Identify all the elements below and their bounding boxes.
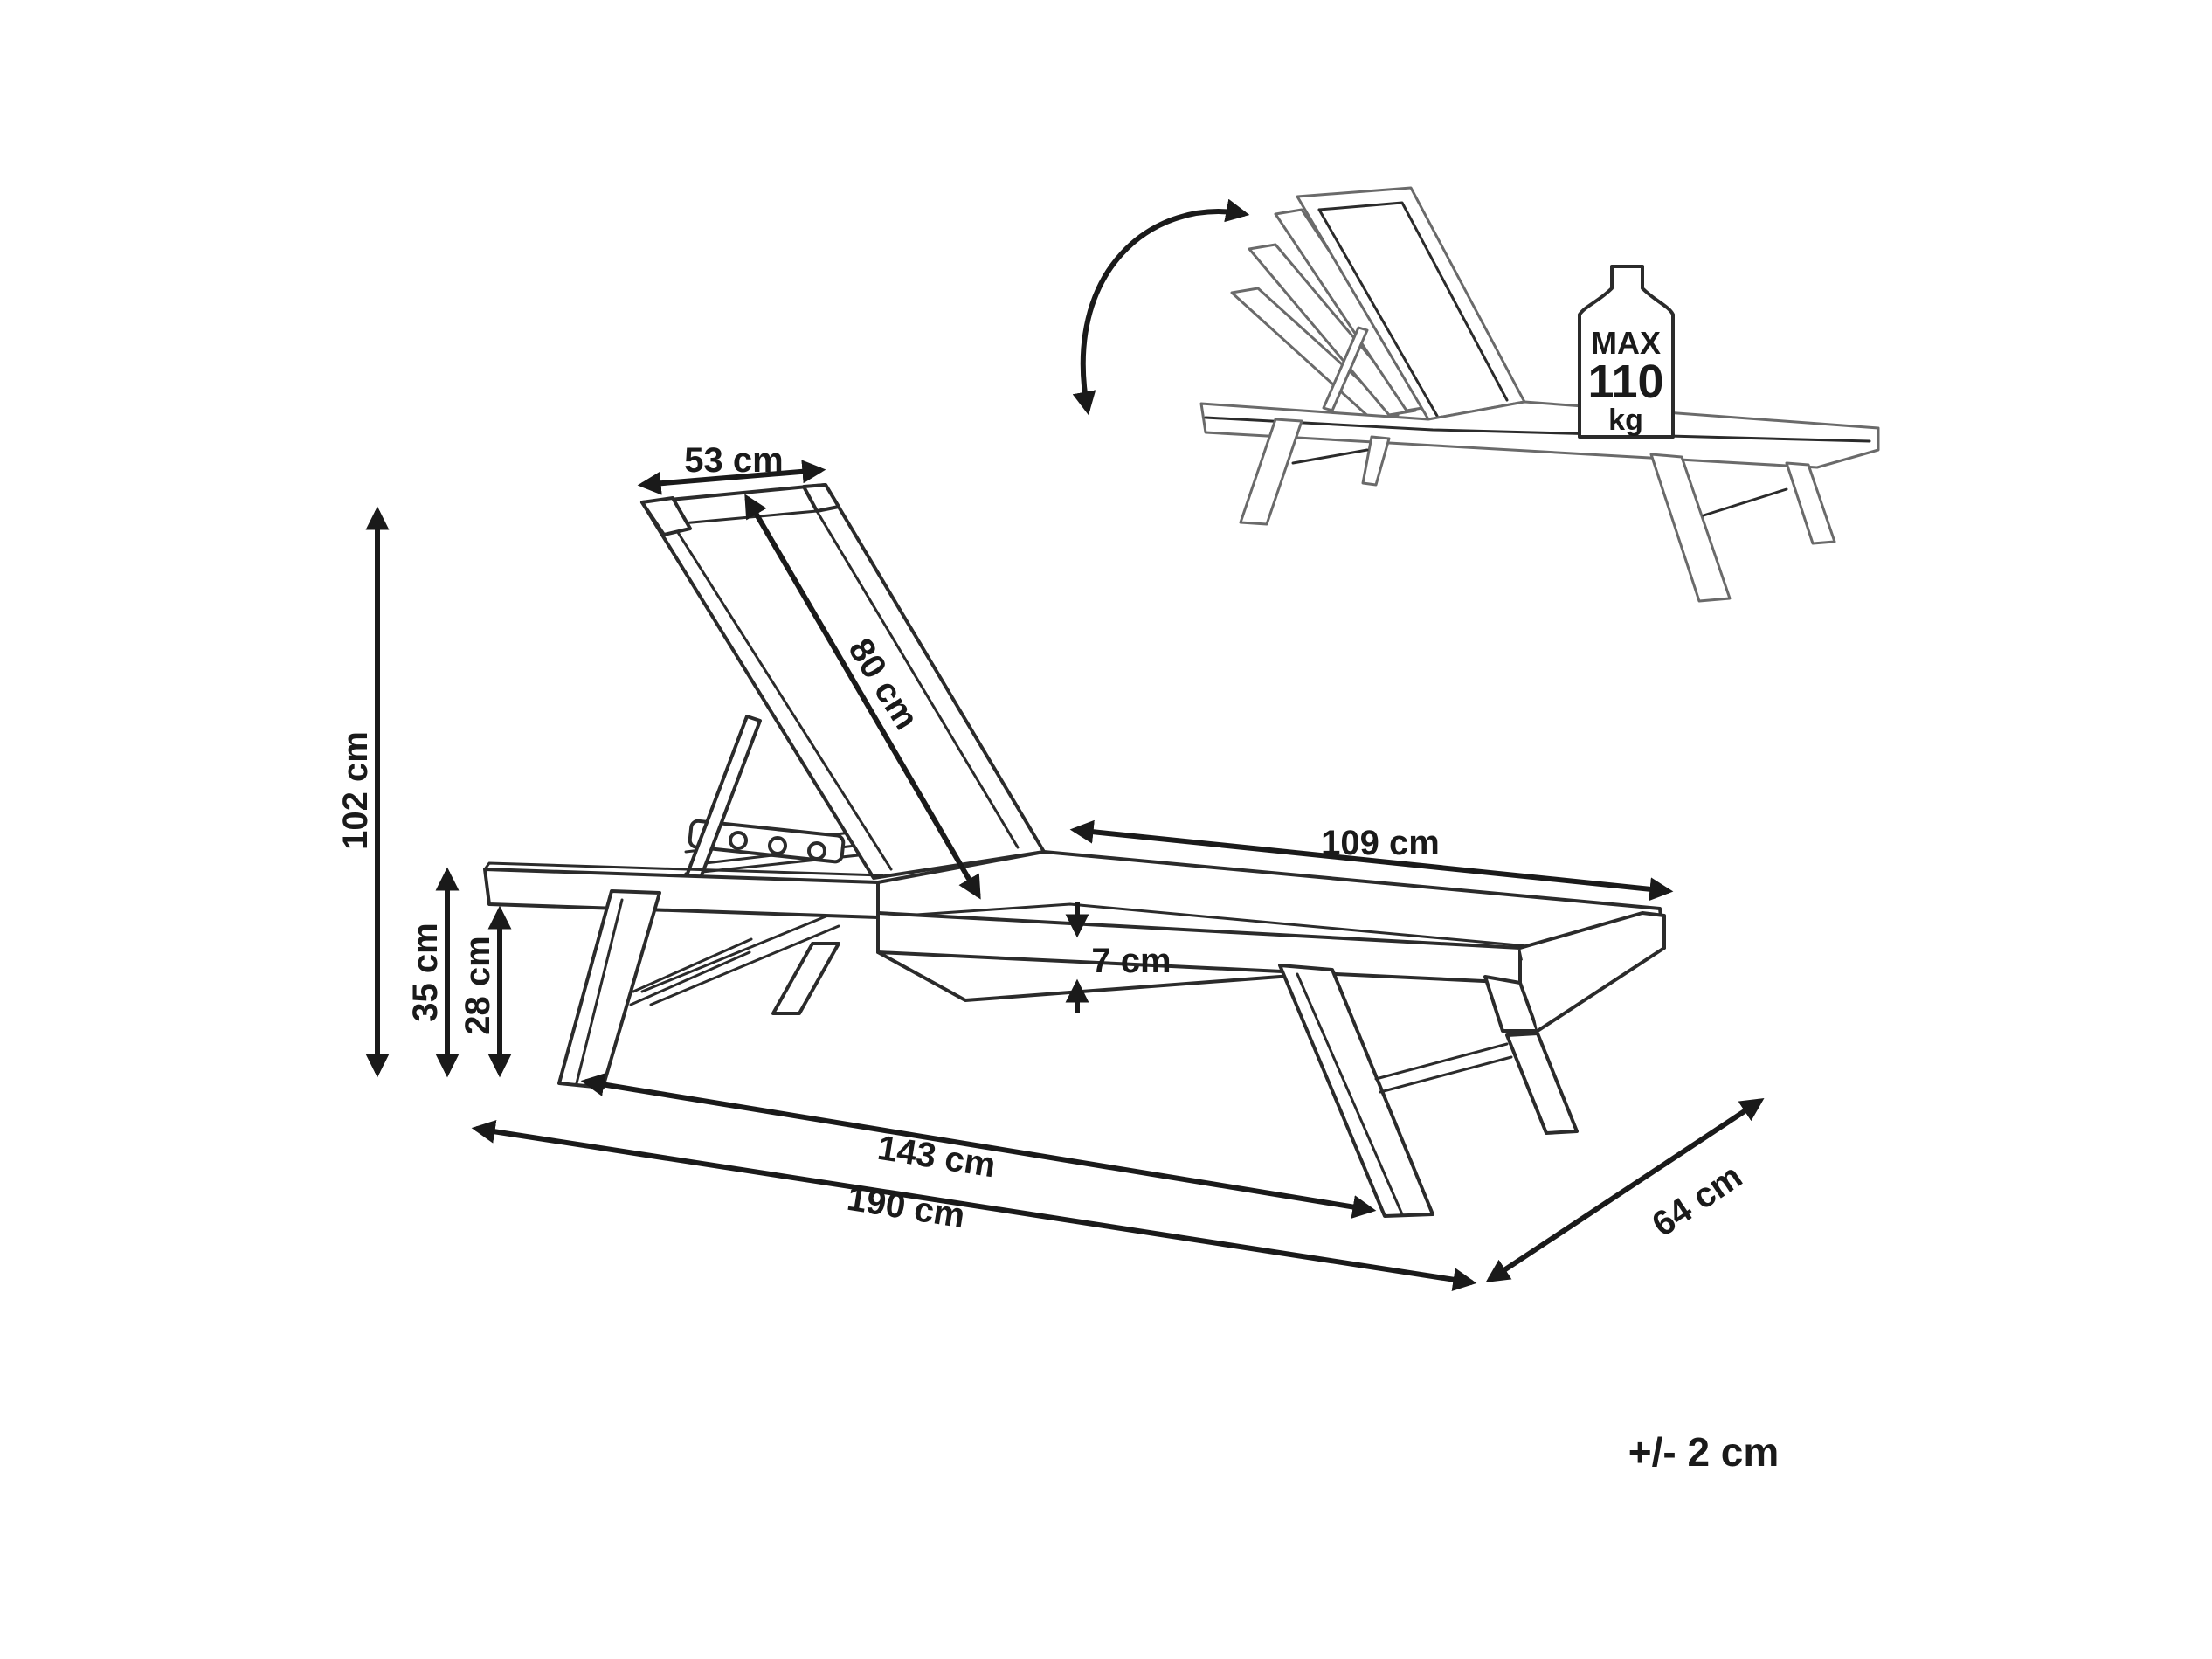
dimension-total-width: 64 cm [1485, 1098, 1765, 1282]
total-width-label: 64 cm [1645, 1157, 1749, 1244]
rotation-arrow-icon [1072, 198, 1250, 416]
seat-height-label: 35 cm [406, 923, 445, 1021]
dimension-frame-height: 28 cm [459, 905, 512, 1078]
dimension-leg-span: 143 cm [580, 1073, 1377, 1219]
dimension-total-height: 102 cm [336, 506, 390, 1078]
backrest-width-label: 53 cm [684, 441, 783, 480]
weight-value-label: 110 [1587, 356, 1663, 408]
total-length-label: 190 cm [845, 1179, 968, 1236]
total-height-label: 102 cm [336, 731, 375, 850]
dimension-seat-length: 109 cm [1069, 819, 1674, 902]
dimension-cushion-thickness: 7 cm [1065, 902, 1172, 1013]
dimension-backrest-width: 53 cm [637, 441, 826, 495]
dimension-seat-height: 35 cm [406, 867, 460, 1078]
weight-icon: MAX 110 kg [1578, 265, 1675, 439]
cushion-thickness-label: 7 cm [1091, 942, 1171, 980]
tolerance-note: +/- 2 cm [1628, 1429, 1780, 1475]
leg-span-label: 143 cm [875, 1129, 999, 1185]
seat-length-label: 109 cm [1321, 824, 1440, 862]
adjustable-lounger-illustration [1199, 186, 1880, 603]
rear-right-leg [1505, 1032, 1579, 1135]
front-right-leg [1278, 964, 1434, 1218]
main-lounger-drawing [483, 483, 1666, 1218]
frame-height-label: 28 cm [459, 936, 497, 1034]
backrest [640, 483, 1046, 880]
weight-max-label: MAX [1591, 325, 1661, 361]
weight-unit-label: kg [1608, 404, 1643, 437]
